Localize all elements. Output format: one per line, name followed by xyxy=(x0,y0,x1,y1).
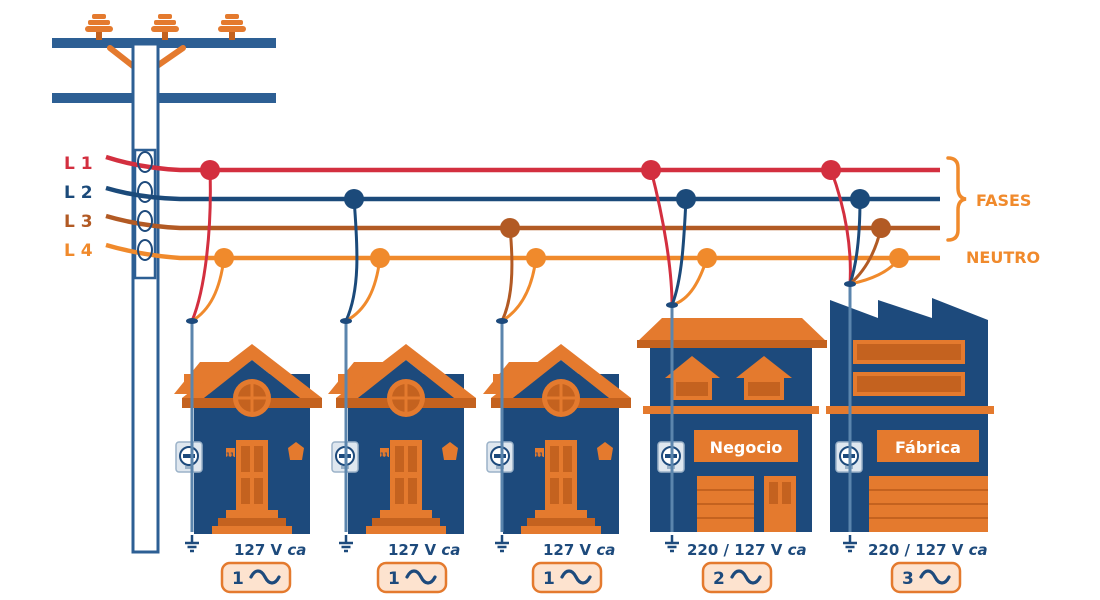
voltage-label: 127 V ca xyxy=(234,541,306,559)
house-3: 11 xyxy=(481,342,633,536)
line-l4-wire xyxy=(105,239,940,261)
svg-text:1: 1 xyxy=(232,569,244,589)
line-l3-wire xyxy=(105,210,940,232)
voltage-label: 127 V ca xyxy=(388,541,460,559)
meter-icon xyxy=(175,441,203,473)
house-number: 11 xyxy=(380,452,388,459)
ground-icon xyxy=(493,533,511,553)
business-building: Negocio xyxy=(637,318,827,532)
line-l1-wire xyxy=(105,151,940,173)
svg-text:1: 1 xyxy=(543,569,555,589)
insulator-icon xyxy=(218,14,246,40)
ground-icon xyxy=(663,533,681,553)
line-label-l2: L 2 xyxy=(64,183,93,203)
phases-label: FASES xyxy=(976,191,1031,210)
line-label-l4: L 4 xyxy=(64,241,93,261)
neutral-label: NEUTRO xyxy=(966,248,1040,267)
ground-icon xyxy=(183,533,201,553)
phase-badge: 1 xyxy=(220,561,292,594)
house-number: 11 xyxy=(226,452,234,459)
phases-brace xyxy=(946,156,967,242)
svg-text:3: 3 xyxy=(902,569,914,589)
voltage-label: 220 / 127 V ca xyxy=(868,541,988,559)
business-sign: Negocio xyxy=(710,438,783,457)
line-l2-wire xyxy=(105,181,940,203)
voltage-label: 127 V ca xyxy=(543,541,615,559)
factory-building: Fábrica xyxy=(826,298,994,532)
utility-pole xyxy=(52,14,276,554)
svg-text:1: 1 xyxy=(388,569,400,589)
connection-nodes xyxy=(200,160,909,268)
line-label-l1: L 1 xyxy=(64,154,93,174)
phase-badge: 2 xyxy=(701,561,773,594)
svg-text:2: 2 xyxy=(713,569,725,589)
house-2: 11 xyxy=(326,342,478,536)
house-1: 11 xyxy=(172,342,324,536)
phase-badge: 1 xyxy=(376,561,448,594)
phase-badge: 3 xyxy=(890,561,962,594)
insulator-icon xyxy=(85,14,113,40)
insulator-icon xyxy=(151,14,179,40)
ground-icon xyxy=(337,533,355,553)
voltage-label: 220 / 127 V ca xyxy=(687,541,807,559)
house-number: 11 xyxy=(535,452,543,459)
service-drop-wires xyxy=(190,169,901,323)
line-label-l3: L 3 xyxy=(64,212,93,232)
ground-rods xyxy=(186,281,856,532)
phase-badge: 1 xyxy=(531,561,603,594)
meter-icon xyxy=(486,441,514,473)
ground-icon xyxy=(841,533,859,553)
factory-sign: Fábrica xyxy=(895,438,961,457)
